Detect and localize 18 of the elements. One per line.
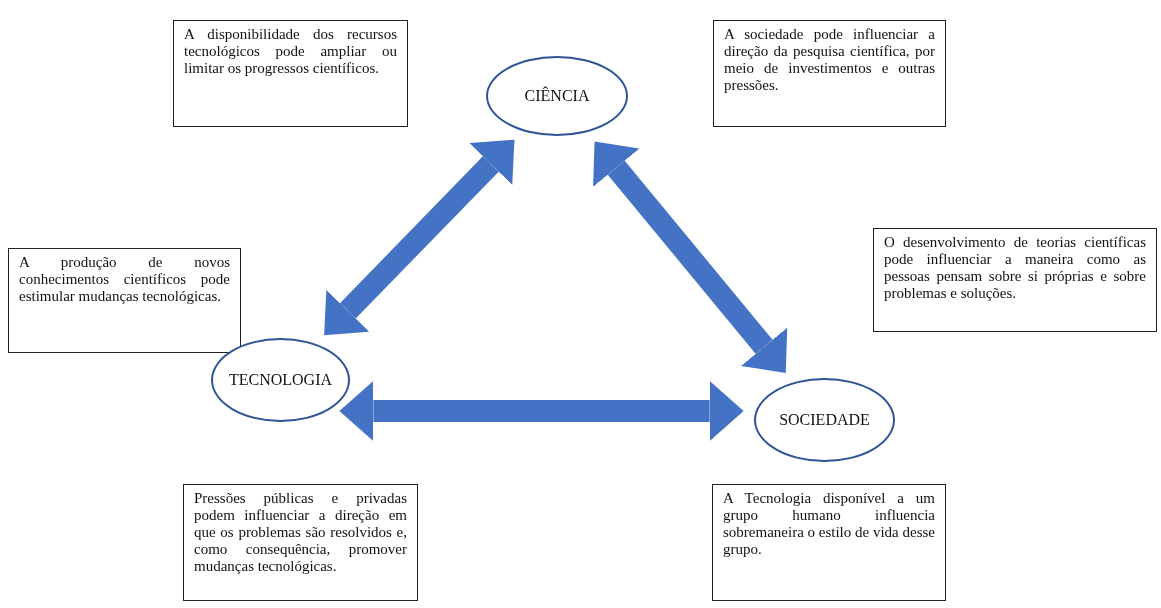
text-box xyxy=(713,20,946,127)
double-arrow xyxy=(593,141,788,374)
text-box xyxy=(173,20,408,127)
note-text: A produção de novos conhecimentos científicos pode estimular mudanças tecnológicas. xyxy=(19,254,230,305)
node-label: SOCIEDADE xyxy=(779,411,870,429)
text-box xyxy=(183,484,418,601)
node-label: CIÊNCIA xyxy=(524,87,590,105)
text-box xyxy=(712,484,946,601)
double-arrow xyxy=(339,381,744,441)
note-text: O desenvolvimento de teorias científicas pode influenciar a maneira como as pessoas pensam sobre si próprias e sobre problemas e soluções. xyxy=(884,234,1146,302)
note-text: Pressões públicas e privadas podem influenciar a direção em que os problemas são resolvidos e, como consequência, promover mudanças tecnológicas. xyxy=(194,490,407,575)
note-text: A disponibilidade dos recursos tecnológicos pode ampliar ou limitar os progressos científicos. xyxy=(184,26,397,77)
note-text: A Tecnologia disponível a um grupo humano influencia sobremaneira o estilo de vida desse grupo. xyxy=(723,490,935,558)
note-text: A sociedade pode influenciar a direção da pesquisa científica, por meio de investimentos e outras pressões. xyxy=(724,26,935,94)
node-label: TECNOLOGIA xyxy=(228,371,333,389)
double-arrow xyxy=(324,139,515,336)
text-box xyxy=(8,248,241,353)
text-box xyxy=(873,228,1157,332)
